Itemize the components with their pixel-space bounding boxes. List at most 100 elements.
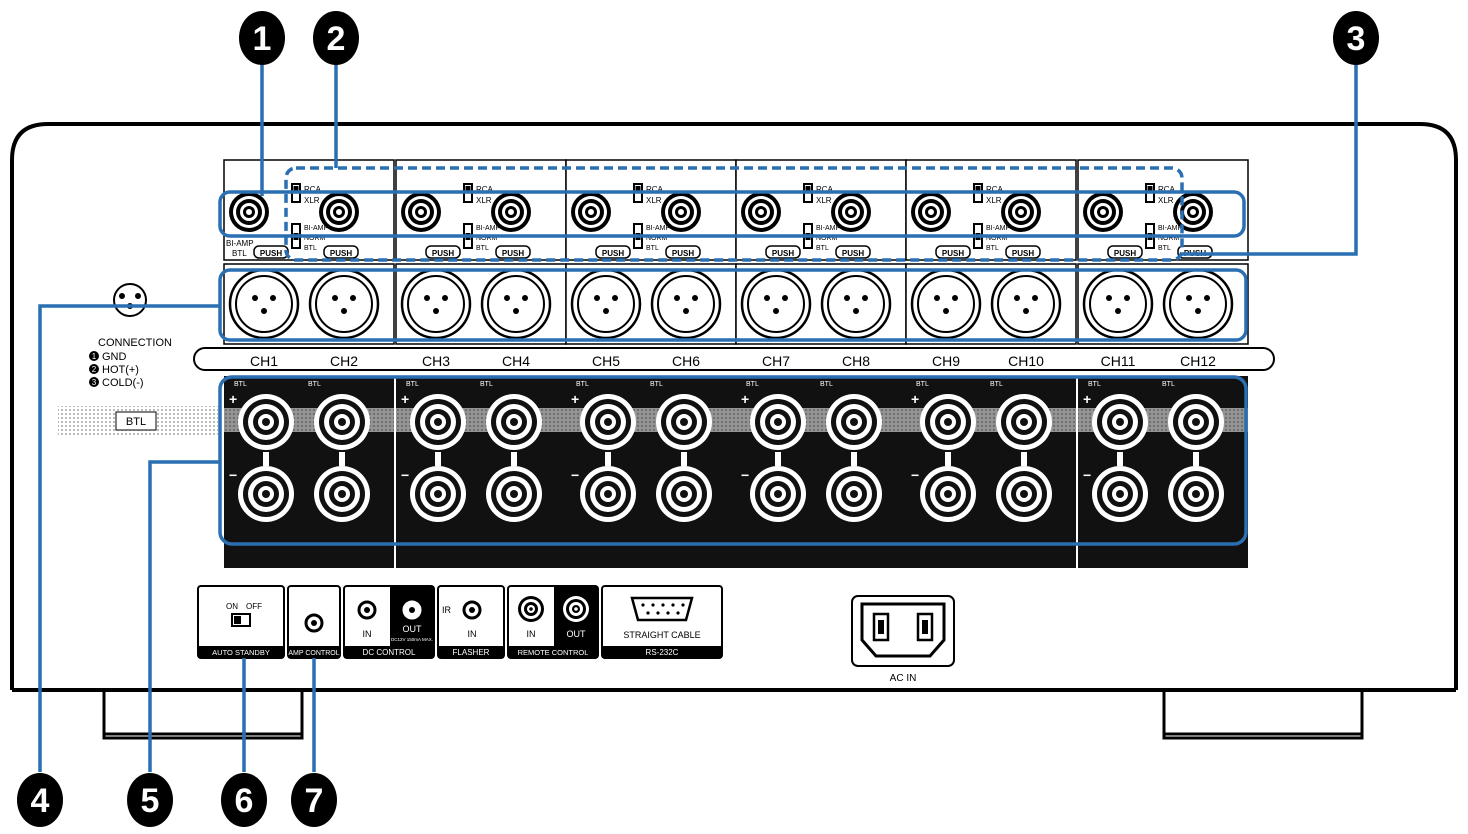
speaker-binding-post[interactable] <box>750 466 806 522</box>
push-tab[interactable] <box>665 245 701 259</box>
terminal-link <box>511 452 517 466</box>
speaker-binding-post[interactable] <box>314 466 370 522</box>
callout-number: 7 <box>305 782 324 820</box>
speaker-binding-post[interactable] <box>996 466 1052 522</box>
push-tab[interactable] <box>1005 245 1041 259</box>
rca-input-jack[interactable] <box>229 192 269 232</box>
rca-input-jack[interactable] <box>1083 192 1123 232</box>
xlr-input-jack[interactable] <box>820 268 892 340</box>
speaker-binding-post[interactable] <box>750 394 806 450</box>
xlr-input-jack[interactable] <box>308 268 380 340</box>
dc-out-spec: DC12V 150mA MAX. <box>391 637 433 642</box>
xlr-label: XLR <box>646 196 662 205</box>
push-label: PUSH <box>942 249 964 258</box>
channel-label: CH7 <box>762 353 790 369</box>
channel-label: CH2 <box>330 353 358 369</box>
side-biamp-label: BI-AMP <box>226 239 254 248</box>
right-foot <box>1162 690 1364 740</box>
push-tab[interactable] <box>835 245 871 259</box>
remote-out-label: OUT <box>567 629 587 639</box>
push-tab[interactable] <box>765 245 801 259</box>
auto-standby-section: AUTO STANDBY ON OFF <box>197 585 285 659</box>
rca-input-jack[interactable] <box>661 192 701 232</box>
speaker-binding-post[interactable] <box>410 466 466 522</box>
terminal-link <box>681 452 687 466</box>
remote-out-jack[interactable] <box>563 596 589 622</box>
rca-input-jack[interactable] <box>911 192 951 232</box>
callout-badge: 2 <box>313 11 359 65</box>
push-tab[interactable] <box>935 245 971 259</box>
btl-plus-label: BTL <box>308 381 321 388</box>
chassis-outline <box>10 122 1458 690</box>
rca-input-jack[interactable] <box>401 192 441 232</box>
speaker-binding-post[interactable] <box>656 394 712 450</box>
channel-label: CH6 <box>672 353 700 369</box>
btl-minus-label: BTL <box>916 381 929 388</box>
rca-input-jack[interactable] <box>741 192 781 232</box>
xlr-input-jack[interactable] <box>990 268 1062 340</box>
rca-input-jack[interactable] <box>491 192 531 232</box>
ac-inlet[interactable] <box>860 602 946 658</box>
btl-minus-label: BTL <box>1088 381 1101 388</box>
push-tab[interactable] <box>323 245 359 259</box>
push-tab[interactable] <box>425 245 461 259</box>
speaker-binding-post[interactable] <box>996 394 1052 450</box>
flasher-label: FLASHER <box>453 648 490 657</box>
rs232c-port[interactable] <box>630 596 694 622</box>
xlr-input-jack[interactable] <box>1082 268 1154 340</box>
flasher-section: FLASHER IR IN <box>437 585 505 659</box>
speaker-binding-post[interactable] <box>410 394 466 450</box>
rca-label: RCA <box>646 185 664 194</box>
speaker-binding-post[interactable] <box>1092 394 1148 450</box>
callout-number: 6 <box>235 782 254 820</box>
speaker-binding-post[interactable] <box>238 466 294 522</box>
speaker-binding-post[interactable] <box>920 394 976 450</box>
speaker-binding-post[interactable] <box>580 466 636 522</box>
speaker-binding-post[interactable] <box>1168 466 1224 522</box>
xlr-input-jack[interactable] <box>1162 268 1234 340</box>
push-tab[interactable] <box>253 245 289 259</box>
legend-number: 3 <box>92 378 97 387</box>
push-tab[interactable] <box>595 245 631 259</box>
push-tab[interactable] <box>495 245 531 259</box>
remote-in-jack[interactable] <box>518 596 544 622</box>
amp-control-section: AMP CONTROL <box>287 585 341 659</box>
rca-input-jack[interactable] <box>319 192 359 232</box>
btl-plus-label: BTL <box>480 381 493 388</box>
push-label: PUSH <box>1114 249 1136 258</box>
xlr-input-jack[interactable] <box>740 268 812 340</box>
xlr-input-jack[interactable] <box>570 268 642 340</box>
dc-out-label: OUT <box>403 624 423 634</box>
speaker-binding-post[interactable] <box>826 394 882 450</box>
speaker-binding-post[interactable] <box>314 394 370 450</box>
push-tab[interactable] <box>1107 245 1143 259</box>
xlr-input-jack[interactable] <box>400 268 472 340</box>
speaker-binding-post[interactable] <box>826 466 882 522</box>
rca-input-jack[interactable] <box>1173 192 1213 232</box>
speaker-binding-post[interactable] <box>656 466 712 522</box>
speaker-binding-post[interactable] <box>1168 394 1224 450</box>
flasher-ir-label: IR <box>442 605 452 615</box>
speaker-binding-post[interactable] <box>486 394 542 450</box>
xlr-input-jack[interactable] <box>650 268 722 340</box>
speaker-binding-post[interactable] <box>486 466 542 522</box>
btl-label: BTL <box>304 245 317 252</box>
ac-in-section: AC IN <box>851 595 955 684</box>
rca-input-jack[interactable] <box>1001 192 1041 232</box>
minus-label: − <box>571 467 579 483</box>
plus-label: + <box>741 391 749 407</box>
rca-input-jack[interactable] <box>831 192 871 232</box>
speaker-binding-post[interactable] <box>920 466 976 522</box>
rca-input-jack[interactable] <box>571 192 611 232</box>
remote-control-label: REMOTE CONTROL <box>518 648 589 657</box>
rca-label: RCA <box>986 185 1004 194</box>
xlr-input-jack[interactable] <box>910 268 982 340</box>
xlr-input-jack[interactable] <box>480 268 552 340</box>
auto-standby-label: AUTO STANDBY <box>212 648 270 657</box>
xlr-input-jack[interactable] <box>228 268 300 340</box>
speaker-binding-post[interactable] <box>238 394 294 450</box>
push-label: PUSH <box>672 249 694 258</box>
speaker-binding-post[interactable] <box>1092 466 1148 522</box>
speaker-binding-post[interactable] <box>580 394 636 450</box>
